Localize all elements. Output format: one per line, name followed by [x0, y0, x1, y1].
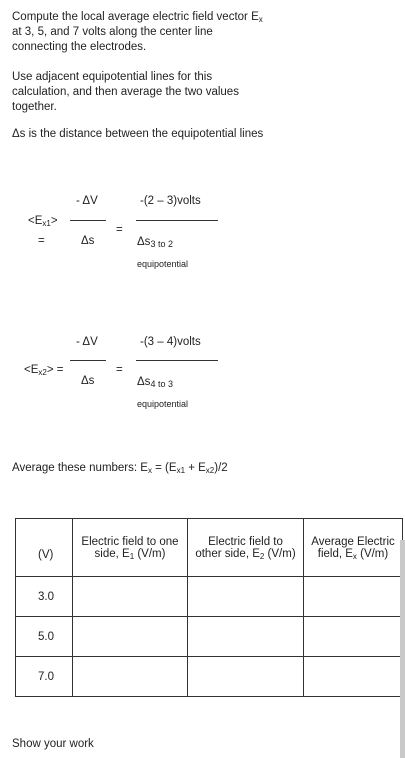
- header-field-other-side-line2: other side, E: [195, 547, 260, 560]
- eq2-lhs: <Ex2> =: [24, 364, 64, 377]
- header-average-field-line1: Average Electric: [311, 535, 395, 548]
- average-text-a: Average these numbers: E: [12, 462, 148, 474]
- input-cell-ex[interactable]: [303, 576, 403, 617]
- eq2-rhs-den-sub: 4 to 3: [150, 379, 173, 389]
- eq1-lhs-a: <E: [28, 215, 43, 227]
- header-field-other-side-sub: 2: [259, 551, 265, 561]
- eq2-lhs-b: > =: [46, 364, 64, 376]
- eq2-lhs-sub: x2: [38, 368, 47, 377]
- eq1-rhs-numerator: -(2 – 3)volts: [140, 195, 201, 207]
- intro-line1: Compute the local average electric field…: [12, 11, 259, 23]
- header-average-field-line2: field, E: [317, 547, 353, 560]
- header-field-other-side-unit: (V/m): [264, 547, 296, 560]
- eq2-denominator: Δs: [81, 375, 95, 387]
- eq1-denominator: Δs: [81, 235, 95, 247]
- input-cell-e2[interactable]: [187, 616, 304, 657]
- average-formula: Average these numbers: Ex = (Ex1 + Ex2)/…: [12, 462, 228, 475]
- average-sub-a: x: [147, 466, 152, 475]
- eq2-rhs-denominator: Δs4 to 3: [137, 376, 173, 389]
- eq2-lhs-a: <E: [24, 364, 39, 376]
- average-text-b: = (E: [151, 462, 177, 474]
- eq1-rhs-den-a: Δs: [137, 236, 151, 248]
- input-cell-e1[interactable]: [72, 616, 188, 657]
- header-field-other-side: Electric field to other side, E2 (V/m): [187, 518, 304, 577]
- header-average-field: Average Electric field, Ex (V/m): [303, 518, 403, 577]
- eq1-rhs-equipotential: equipotential: [137, 259, 189, 269]
- eq1-lhs-sub: x1: [42, 219, 51, 228]
- input-cell-e2[interactable]: [187, 656, 304, 697]
- eq2-rhs-den-a: Δs: [137, 376, 151, 388]
- eq1-lhs: <Ex1>: [28, 215, 58, 228]
- header-voltage: (V): [15, 518, 73, 577]
- eq1-lhs-equals: =: [38, 235, 45, 247]
- header-average-field-sub: x: [352, 551, 357, 561]
- intro-paragraph: Compute the local average electric field…: [12, 10, 302, 55]
- average-sub-c: x2: [205, 466, 215, 475]
- header-field-one-side: Electric field to one side, E1 (V/m): [72, 518, 188, 577]
- eq2-rhs-numerator: -(3 – 4)volts: [140, 336, 201, 348]
- average-text-d: )/2: [214, 462, 228, 474]
- show-work-label: Show your work: [12, 738, 94, 750]
- electric-field-table: (V) Electric field to one side, E1 (V/m)…: [15, 518, 403, 697]
- eq1-rhs-fraction-line: [136, 220, 218, 221]
- eq1-equals: =: [116, 224, 123, 236]
- instructions-paragraph: Use adjacent equipotential lines for thi…: [12, 70, 302, 115]
- eq1-rhs-den-sub: 3 to 2: [150, 239, 173, 249]
- intro-line1-sub: x: [258, 15, 263, 24]
- table-header-row: (V) Electric field to one side, E1 (V/m)…: [15, 518, 403, 577]
- average-text-c: + E: [185, 462, 206, 474]
- eq2-fraction-line: [70, 360, 106, 361]
- eq2-numerator: - ΔV: [76, 336, 98, 348]
- eq1-lhs-b: >: [50, 215, 58, 227]
- scrollbar[interactable]: [400, 540, 405, 758]
- input-cell-ex[interactable]: [303, 616, 403, 657]
- row-voltage-cell: 7.0: [15, 656, 73, 697]
- intro-line3: connecting the electrodes.: [12, 41, 147, 53]
- input-cell-ex[interactable]: [303, 656, 403, 697]
- eq2-rhs-equipotential: equipotential: [137, 399, 189, 409]
- row-voltage-cell: 3.0: [15, 576, 73, 617]
- input-cell-e1[interactable]: [72, 576, 188, 617]
- row-voltage-cell: 5.0: [15, 616, 73, 657]
- instructions-line3: together.: [12, 101, 57, 113]
- instructions-line2: calculation, and then average the two va…: [12, 86, 239, 98]
- input-cell-e2[interactable]: [187, 576, 304, 617]
- header-average-field-unit: (V/m): [356, 547, 389, 560]
- eq1-fraction-line: [70, 220, 106, 221]
- eq2-rhs-fraction-line: [136, 360, 218, 361]
- input-cell-e1[interactable]: [72, 656, 188, 697]
- table-row: 7.0: [15, 656, 403, 697]
- eq1-rhs-denominator: Δs3 to 2: [137, 236, 173, 249]
- header-field-one-side-unit: (V/m): [134, 547, 166, 560]
- header-field-other-side-line1: Electric field to: [208, 535, 283, 548]
- delta-note: Δs is the distance between the equipoten…: [12, 128, 264, 140]
- eq2-equals: =: [116, 364, 123, 376]
- instructions-line1: Use adjacent equipotential lines for thi…: [12, 71, 213, 83]
- header-field-one-side-sub: 1: [129, 551, 135, 561]
- average-sub-b: x1: [176, 466, 186, 475]
- header-field-one-side-line1: Electric field to one: [81, 535, 179, 548]
- eq1-numerator: - ΔV: [76, 195, 98, 207]
- header-field-one-side-line2: side, E: [94, 547, 130, 560]
- table-row: 5.0: [15, 616, 403, 657]
- intro-line2: at 3, 5, and 7 volts along the center li…: [12, 26, 213, 38]
- table-row: 3.0: [15, 576, 403, 617]
